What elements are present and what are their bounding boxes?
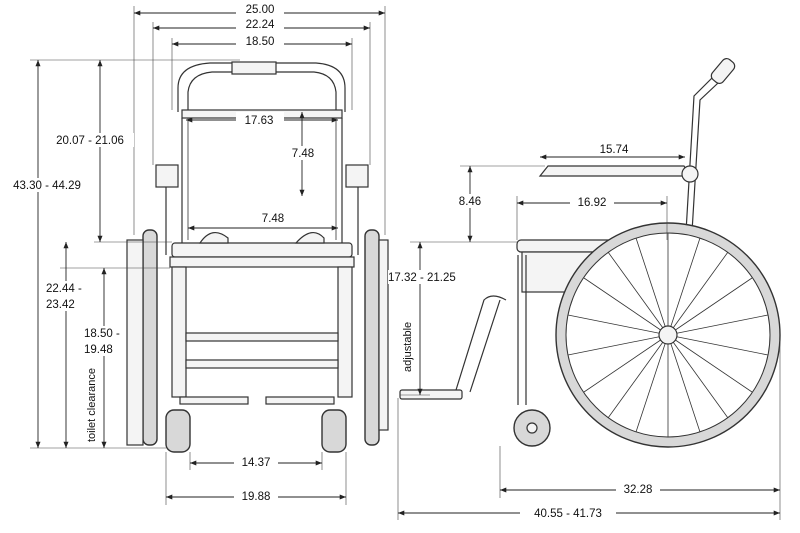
armrest-right — [345, 164, 369, 188]
seat-width-label: 18.50 — [246, 36, 275, 48]
caster-width-label: 14.37 — [242, 457, 271, 469]
adjustable-text: adjustable — [402, 322, 414, 372]
seat-gap-label: 7.48 — [262, 213, 284, 225]
backrest-handle-inner — [187, 71, 337, 112]
rear-wheel-left — [142, 229, 158, 446]
pushrim-left — [126, 239, 144, 446]
overall-width-label: 25.00 — [246, 4, 275, 16]
overall-length-label: 40.55 - 41.73 — [534, 508, 602, 520]
wheelbase-label: 32.28 — [624, 484, 653, 496]
footrest-height-label: 17.32 - 21.25 — [388, 272, 456, 284]
footrest-right — [265, 396, 335, 405]
armrest-height-side-label: 8.46 — [459, 196, 481, 208]
rear-wheel-right — [364, 229, 380, 446]
seat-height-label-2: 23.42 — [46, 299, 75, 311]
toilet-clearance-text: toilet clearance — [86, 368, 98, 442]
seat-cutout-right — [294, 232, 325, 244]
side-push-handle — [685, 61, 729, 233]
base-width-label: 19.88 — [242, 491, 271, 503]
side-view-chair — [399, 57, 781, 448]
caster-left — [165, 409, 191, 453]
cross-bar-lower — [185, 359, 339, 369]
side-handle-grip — [710, 57, 736, 85]
wheel-hub — [658, 325, 678, 345]
seat-cutout-left — [198, 232, 229, 244]
seat-depth-label: 16.92 — [578, 197, 607, 209]
armrest-height-label: 7.48 — [292, 148, 314, 160]
side-armrest — [538, 165, 692, 177]
armrest-pivot — [681, 165, 699, 183]
toilet-clearance-label-2: 19.48 — [84, 344, 113, 356]
wheel-spokes — [567, 233, 769, 437]
cross-bar-upper — [185, 332, 339, 342]
overall-height-label: 43.30 - 44.29 — [13, 180, 81, 192]
front-dimensions: 25.00 22.24 18.50 17.63 7.48 7.48 43.30 … — [2, 3, 386, 505]
handle-grip — [231, 61, 277, 75]
frame-leg-left — [171, 266, 187, 398]
pushrim-right — [378, 239, 389, 431]
frame-leg-right — [337, 266, 353, 398]
side-dimensions: 15.74 16.92 8.46 17.32 - 21.25 adjustabl… — [388, 142, 781, 520]
toilet-clearance-label-1: 18.50 - — [84, 328, 120, 340]
caster-right — [321, 409, 347, 453]
seat-cushion — [171, 242, 353, 258]
armrest-width-label: 22.24 — [246, 19, 275, 31]
seat-height-label-1: 22.44 - — [46, 283, 82, 295]
seat-frame — [169, 256, 355, 268]
backrest-height-label: 20.07 - 21.06 — [56, 135, 124, 147]
side-footplate — [399, 389, 463, 400]
armrest-left — [155, 164, 179, 188]
armrest-length-label: 15.74 — [600, 144, 629, 156]
footrest-hanger — [455, 295, 507, 393]
footrest-left — [179, 396, 249, 405]
backrest-width-label: 17.63 — [245, 115, 274, 127]
